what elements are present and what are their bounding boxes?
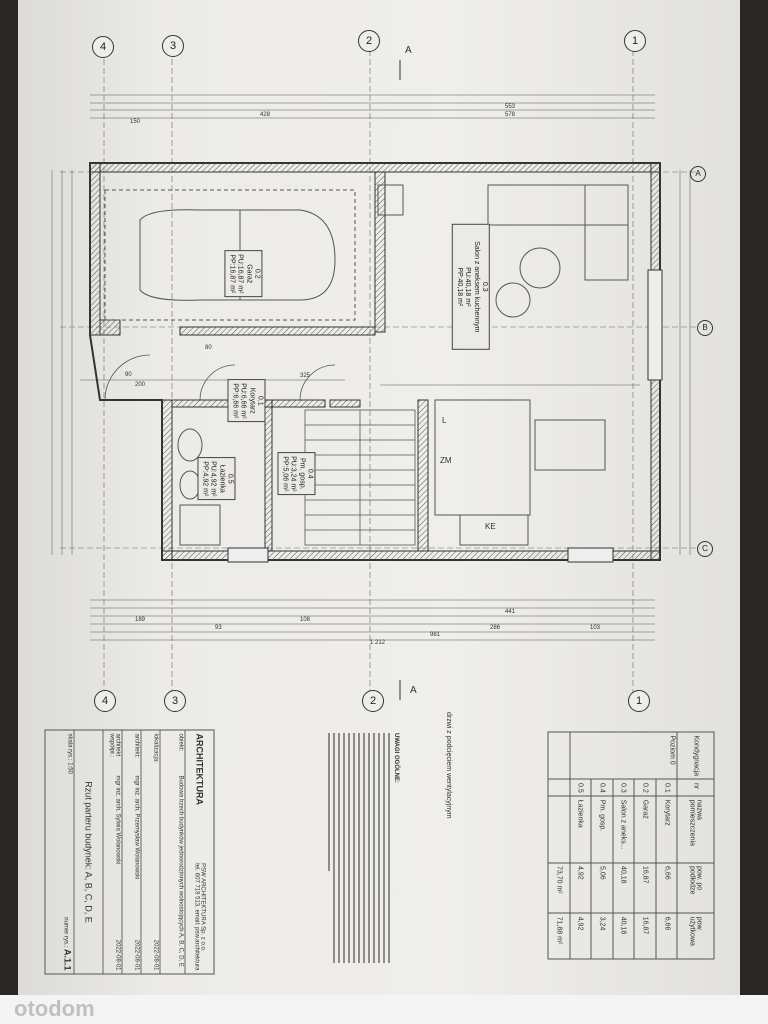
dimension: 200 bbox=[135, 382, 146, 388]
grid-axis-C: C bbox=[697, 541, 713, 557]
grid-axis-4-bottom: 4 bbox=[94, 690, 116, 712]
project-object: Budowa trzech budynków jednorodzinnych w… bbox=[177, 775, 184, 967]
dimension: 80 bbox=[205, 345, 212, 351]
firm-contact: tel. 607 719 513, email: psw.architektur… bbox=[193, 863, 200, 971]
firm-name: PSW ARCHITEKTURA Sp. z o.o. bbox=[199, 863, 206, 952]
grid-axis-1-bottom: 1 bbox=[628, 690, 650, 712]
dimension: 103 bbox=[590, 625, 601, 631]
section-mark-top: A bbox=[405, 45, 412, 56]
area-table: Kondygnacja nr nazwa pomieszczenia pow. … bbox=[548, 732, 715, 960]
dimension: 553 bbox=[505, 104, 516, 110]
scale: 1:50 bbox=[66, 762, 73, 774]
dimension: 578 bbox=[505, 112, 516, 118]
grid-axis-B: B bbox=[697, 320, 713, 336]
kitchen-hob-label: KE bbox=[485, 522, 496, 531]
table-header-row: Kondygnacja nr nazwa pomieszczenia pow. … bbox=[677, 732, 714, 959]
drawing-number: A.1.1 bbox=[62, 948, 73, 971]
grid-axis-3-top: 3 bbox=[162, 35, 184, 57]
floor-plan-drawing bbox=[51, 50, 700, 700]
date: 2022-08-01 bbox=[152, 939, 159, 971]
grid-axis-3-bottom: 3 bbox=[164, 690, 186, 712]
watermark-logo: otodom bbox=[14, 996, 95, 1021]
kitchen-dishwasher-label: ZM bbox=[440, 456, 452, 465]
footer-strip bbox=[0, 995, 768, 1024]
grid-axis-2-bottom: 2 bbox=[362, 690, 384, 712]
kitchen-fridge-label: L bbox=[442, 416, 447, 425]
walls bbox=[89, 162, 661, 561]
grid-lines bbox=[60, 50, 700, 700]
stairs bbox=[304, 409, 416, 546]
brand-logo: ARCHITEKTURA bbox=[194, 733, 205, 806]
dimension: 108 bbox=[300, 617, 311, 623]
dimension: 441 bbox=[505, 609, 516, 615]
notes-title: UWAGI OGÓLNE: bbox=[393, 733, 399, 783]
grid-axis-A: A bbox=[690, 166, 706, 182]
grid-axis-1-top: 1 bbox=[624, 30, 646, 52]
architect-name: mgr inż. arch. Przemysław Wolanowski bbox=[133, 775, 140, 880]
dimension: 1 212 bbox=[370, 640, 386, 646]
door-legend: drzwi z podcięciem wentylacyjnym bbox=[445, 712, 452, 819]
co-architect-name: mgr inż. arch. Sylwia Wolanowski bbox=[114, 775, 121, 865]
dimension: 90 bbox=[125, 372, 132, 378]
dimension: 981 bbox=[430, 632, 441, 638]
dimension: 325 bbox=[300, 373, 311, 379]
door-swings bbox=[104, 354, 336, 401]
grid-axis-2-top: 2 bbox=[358, 30, 380, 52]
drawing-title: Rzut parteru budynek: A, B, C, D, E bbox=[73, 730, 103, 974]
grid-axis-4-top: 4 bbox=[92, 36, 114, 58]
section-mark-bottom: A bbox=[410, 685, 417, 696]
dimension: 93 bbox=[215, 625, 222, 631]
furniture bbox=[177, 184, 629, 546]
dimension: 286 bbox=[490, 625, 501, 631]
dimension: 150 bbox=[130, 119, 141, 125]
dimension: 428 bbox=[260, 112, 271, 118]
general-notes: UWAGI OGÓLNE: bbox=[303, 733, 399, 963]
title-block: ARCHITEKTURA PSW ARCHITEKTURA Sp. z o.o.… bbox=[44, 729, 215, 975]
dimension-lines bbox=[51, 94, 691, 641]
dimension: 189 bbox=[135, 617, 146, 623]
